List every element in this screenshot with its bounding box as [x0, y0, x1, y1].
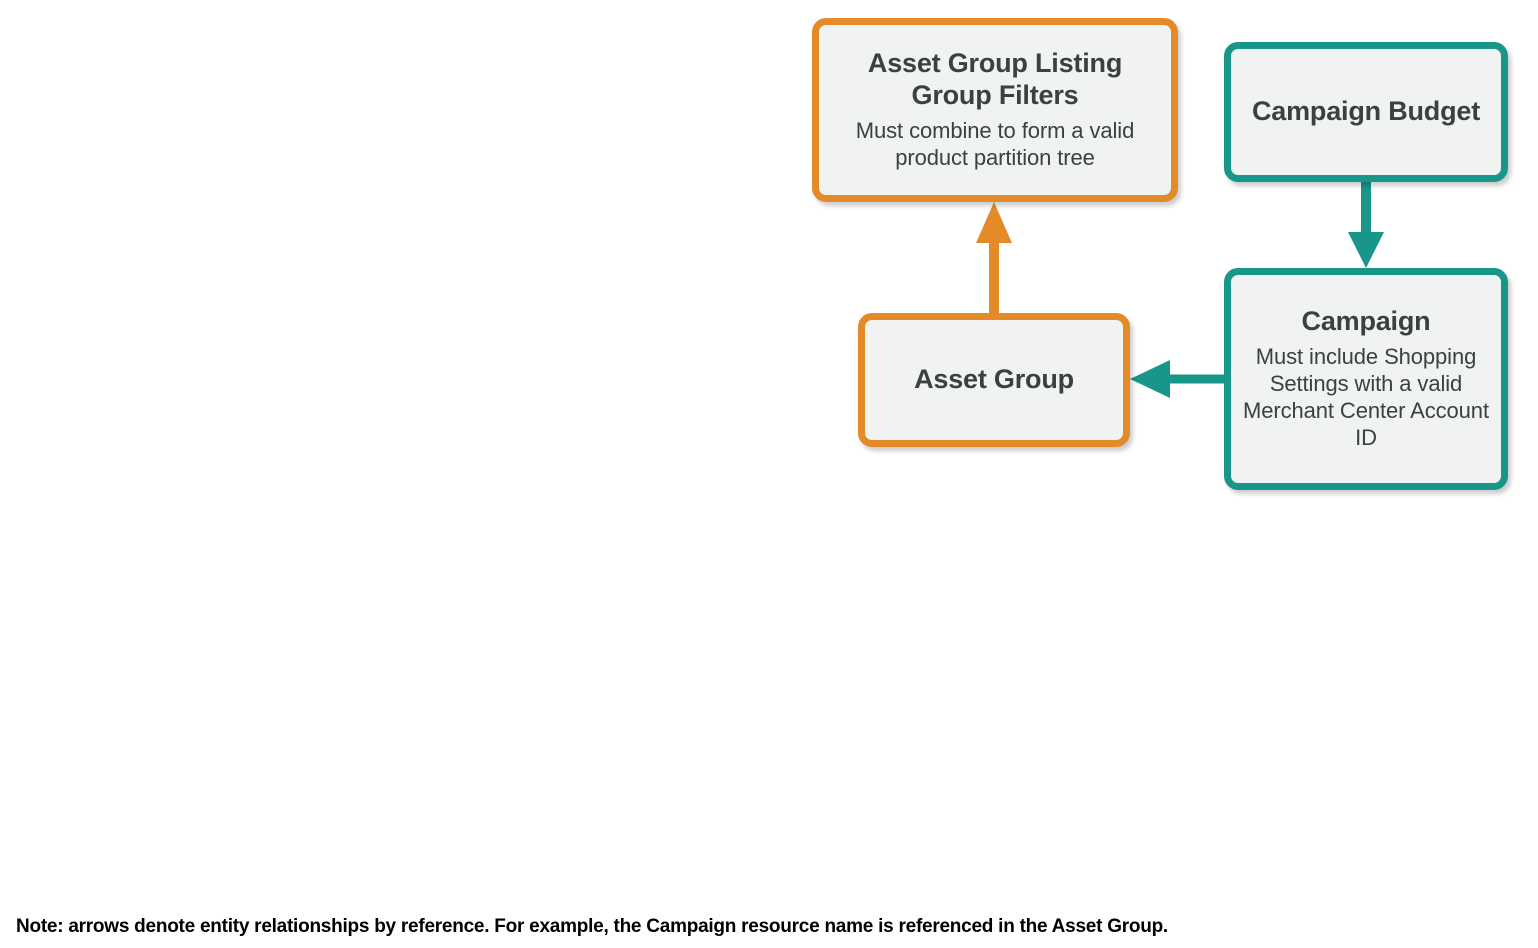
node-asset-group[interactable]: Asset Group — [858, 313, 1130, 447]
node-description: Must combine to form a valid product par… — [855, 118, 1135, 170]
edge-asset-group-to-listing-group-filters — [976, 202, 1012, 313]
node-title: Campaign — [1301, 306, 1431, 337]
edge-campaign-to-asset-group — [1130, 360, 1224, 398]
node-title: Asset Group — [914, 364, 1074, 395]
arrowhead-left-teal — [1130, 360, 1170, 398]
diagram-note: Note: arrows denote entity relationships… — [16, 916, 1168, 937]
node-campaign-budget[interactable]: Campaign Budget — [1224, 42, 1508, 182]
node-asset-group-listing-group-filters[interactable]: Asset Group Listing Group Filters Must c… — [812, 18, 1178, 202]
node-title: Asset Group Listing Group Filters — [867, 48, 1123, 111]
arrowhead-down-teal — [1348, 232, 1384, 268]
node-description: Must include Shopping Settings with a va… — [1243, 344, 1489, 450]
node-campaign[interactable]: Campaign Must include Shopping Settings … — [1224, 268, 1508, 490]
arrowhead-up-orange — [976, 202, 1012, 243]
node-title: Campaign Budget — [1251, 96, 1480, 127]
edge-campaign-budget-to-campaign — [1348, 182, 1384, 268]
